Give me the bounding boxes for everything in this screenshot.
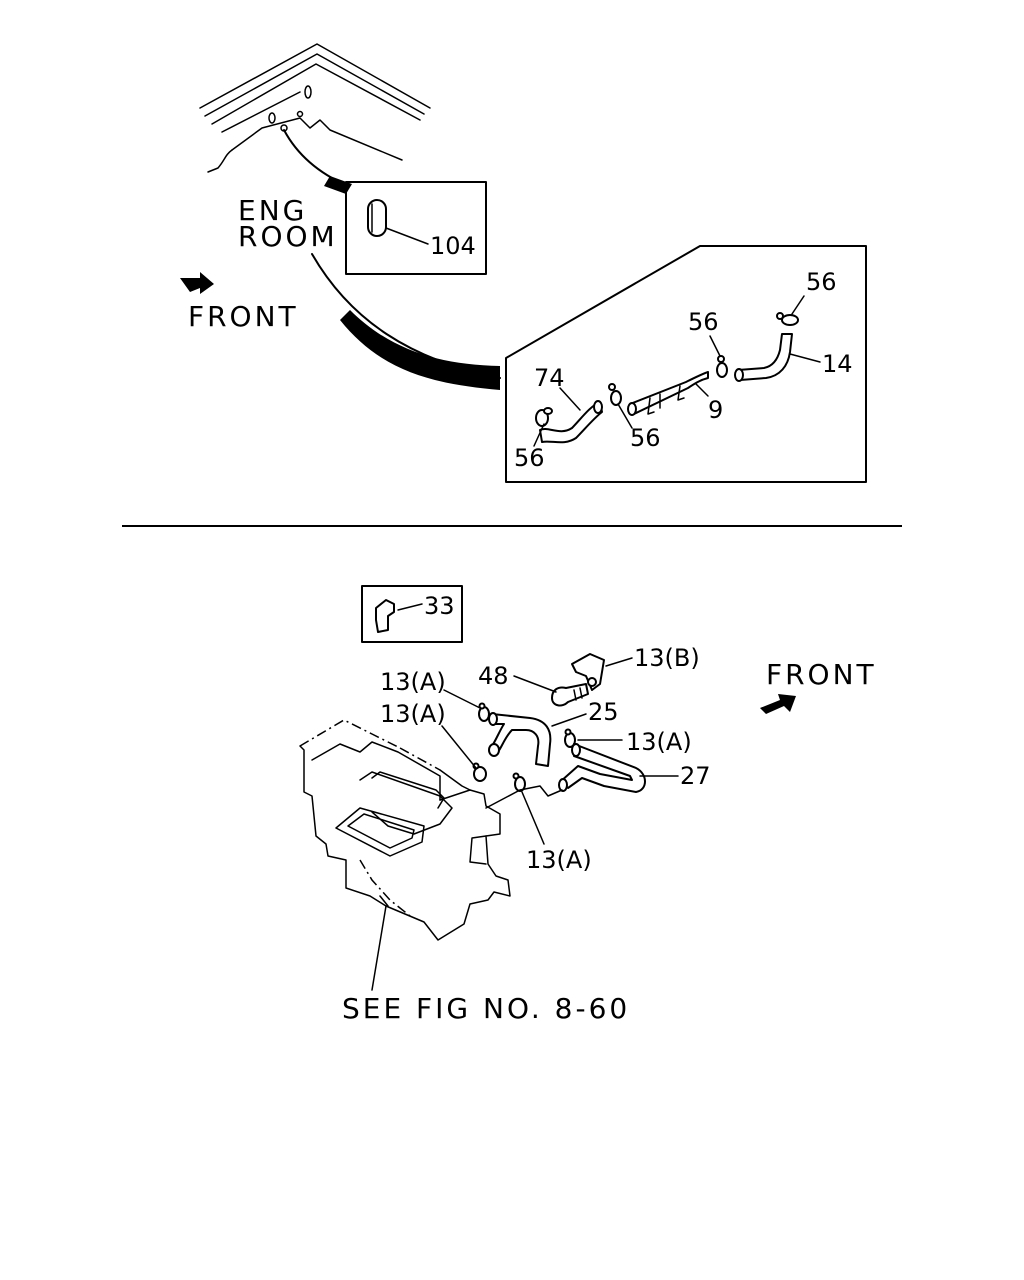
front-arrow-top-icon (180, 272, 214, 294)
callout-33: 33 (424, 592, 455, 620)
callout-27: 27 (680, 762, 711, 790)
callout-56-lower: 56 (630, 424, 661, 452)
callout-13a-3: 13(A) (626, 728, 692, 756)
callout-13a-1: 13(A) (380, 668, 446, 696)
eng-room-label-line1: ENG (238, 194, 307, 227)
hose-27 (485, 743, 679, 809)
clamp-13a-right (564, 728, 623, 748)
callout-25: 25 (588, 698, 619, 726)
engine-room-body (199, 43, 431, 194)
clamp-13a-lower (512, 772, 545, 845)
callout-56-left: 56 (514, 444, 545, 472)
inset-part-33 (361, 585, 463, 643)
inset-grommet-104 (345, 181, 487, 275)
inset-heater-hoses (505, 245, 867, 483)
eng-room-label-line2: ROOM (238, 220, 338, 253)
callout-48: 48 (478, 662, 509, 690)
front-label-top: FRONT (188, 300, 299, 333)
front-label-bottom: FRONT (766, 658, 877, 691)
callout-56-top-right: 56 (806, 268, 837, 296)
callout-13a-4: 13(A) (526, 846, 592, 874)
clamp-13a-mid-left (441, 725, 487, 782)
callout-74: 74 (534, 364, 565, 392)
callout-13a-2: 13(A) (380, 700, 446, 728)
bracket-13b-bolt-48 (513, 653, 633, 707)
callout-104: 104 (430, 232, 476, 260)
callout-56-mid: 56 (688, 308, 719, 336)
front-arrow-bottom-icon (760, 694, 796, 714)
callout-13b: 13(B) (634, 644, 700, 672)
clamp-13a-upper (443, 689, 490, 722)
hose-25 (488, 712, 587, 767)
callout-14: 14 (822, 350, 853, 378)
callout-9: 9 (708, 396, 723, 424)
see-fig-reference: SEE FIG NO. 8-60 (342, 992, 630, 1025)
heater-unit (299, 719, 511, 991)
